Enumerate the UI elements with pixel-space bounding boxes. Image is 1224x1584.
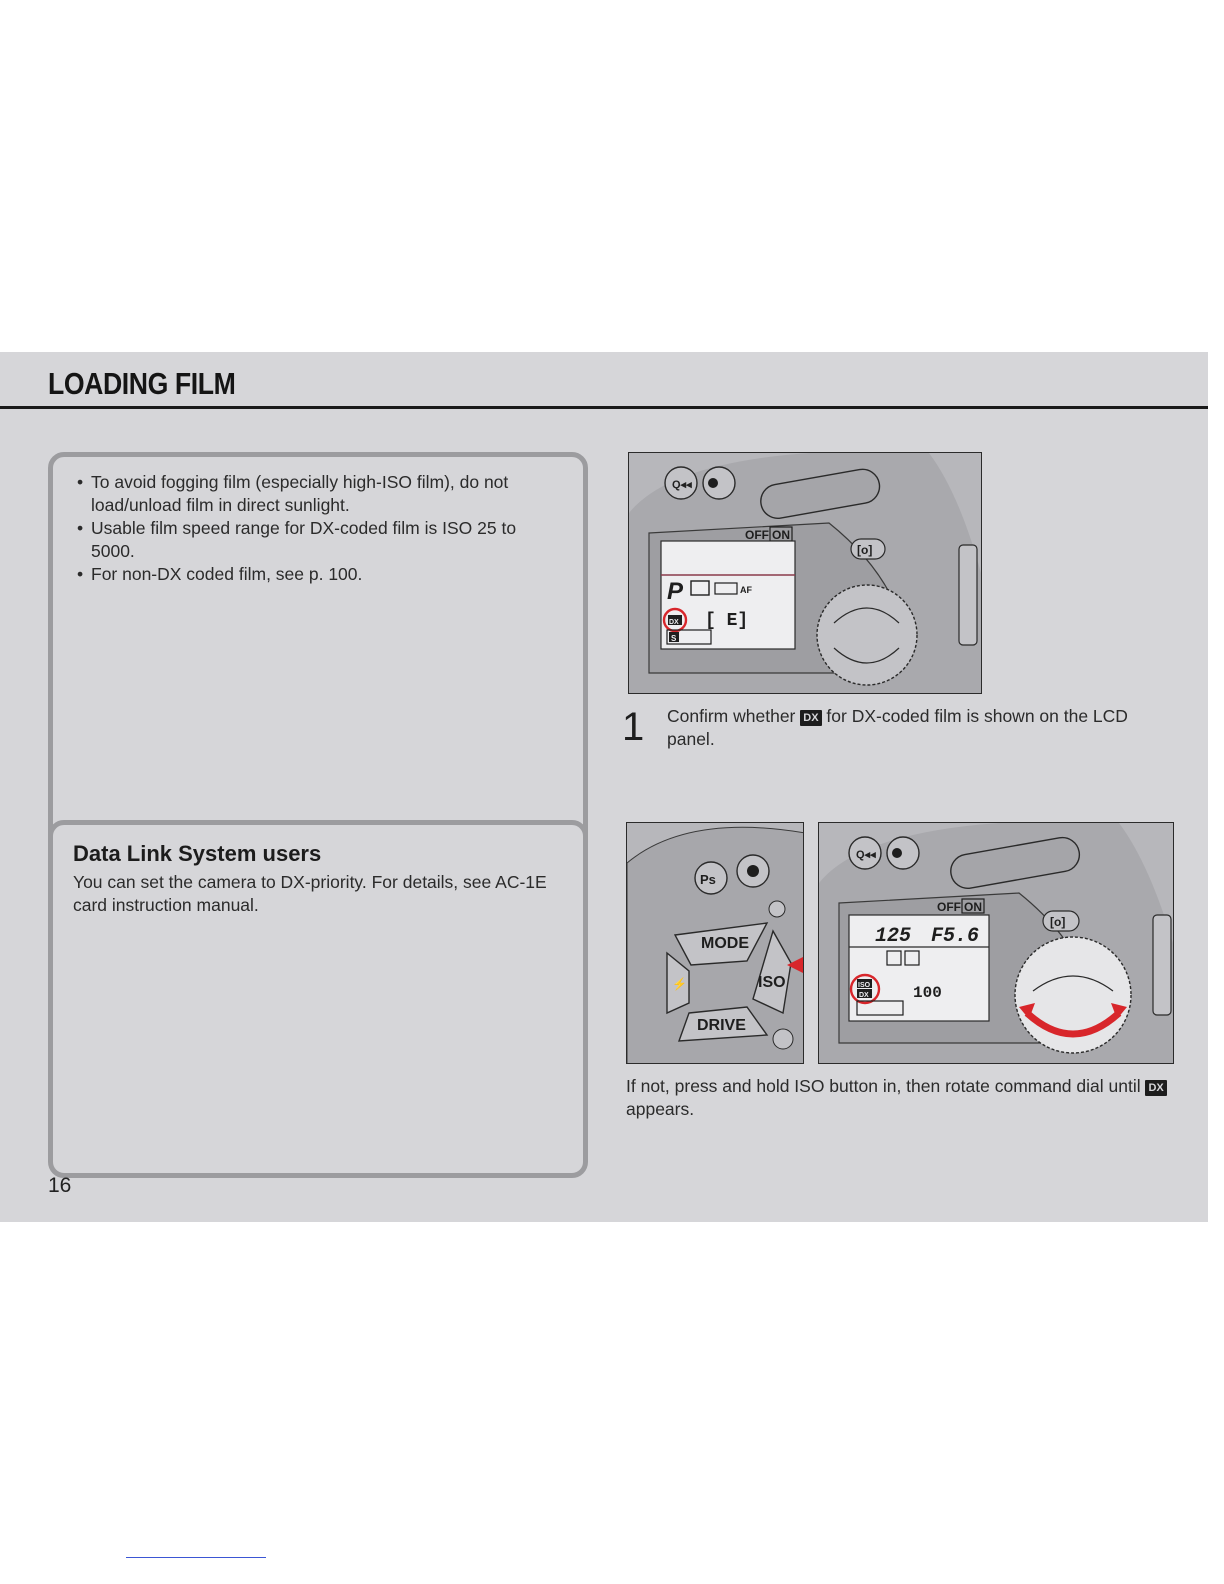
dx-badge-icon: DX xyxy=(1145,1080,1167,1096)
step1-text-after: for DX-coded film is shown on the LCD pa… xyxy=(667,706,1128,749)
rotate-arrow-icon xyxy=(1024,1010,1122,1038)
button-cluster-svg: Ps MODE ⚡ ISO DRIVE xyxy=(627,823,803,1063)
data-link-heading: Data Link System users xyxy=(73,841,322,866)
power-switch-off-label: OFF xyxy=(745,528,769,542)
svg-text:Q◂◂: Q◂◂ xyxy=(856,849,876,861)
lcd2-aperture-text: F5.6 xyxy=(931,925,979,948)
note-item: Usable film speed range for DX-coded fil… xyxy=(75,517,555,563)
step1-caption: Confirm whether DX for DX-coded film is … xyxy=(667,705,1177,751)
lcd2-dx-label: DX xyxy=(859,992,869,999)
data-link-box: Data Link System users You can set the c… xyxy=(48,820,588,1178)
lcd-af-label: AF xyxy=(740,585,752,595)
footer-link-underline xyxy=(126,1557,266,1558)
step-number: 1 xyxy=(622,705,645,749)
svg-text:[o]: [o] xyxy=(857,543,872,557)
lcd-panel-illustration: Q◂◂ OFF ON [o] P AF DX [ E] S xyxy=(628,452,982,694)
step2-text-before: If not, press and hold ISO button in, th… xyxy=(626,1076,1141,1096)
ps-button-label: Ps xyxy=(700,872,716,887)
lcd-mode-text: P xyxy=(667,578,684,605)
lcd-dx-label: DX xyxy=(669,619,679,626)
svg-text:⚡: ⚡ xyxy=(672,977,687,991)
iso-button-label: ISO xyxy=(758,974,786,991)
camera-top-svg: Q◂◂ OFF ON [o] P AF DX [ E] S xyxy=(629,453,981,693)
note-item: To avoid fogging film (especially high-I… xyxy=(75,471,555,517)
lcd2-iso-label: ISO xyxy=(858,982,871,989)
drive-button-label: DRIVE xyxy=(697,1017,746,1034)
mode-button-label: MODE xyxy=(701,935,749,952)
iso-lcd-illustration: Q◂◂ OFF ON [o] 125 F5.6 ISO DX 100 xyxy=(818,822,1174,1064)
dx-badge-icon: DX xyxy=(800,710,822,726)
lcd2-switch-on-label: ON xyxy=(964,900,982,914)
power-switch-on-label: ON xyxy=(772,528,790,542)
step1-text-before: Confirm whether xyxy=(667,706,796,726)
lcd2-iso-value: 100 xyxy=(913,984,942,1002)
lcd2-switch-off-label: OFF xyxy=(937,900,961,914)
page-number: 16 xyxy=(48,1174,72,1197)
page-title: LOADING FILM xyxy=(48,366,236,401)
svg-text:Q◂◂: Q◂◂ xyxy=(672,479,692,491)
step2-text-after: appears. xyxy=(626,1099,695,1119)
data-link-body: You can set the camera to DX-priority. F… xyxy=(73,872,547,915)
lcd-s-label: S xyxy=(671,634,677,643)
step2-caption: If not, press and hold ISO button in, th… xyxy=(626,1075,1186,1121)
notes-list: To avoid fogging film (especially high-I… xyxy=(53,457,583,586)
lcd2-shutter-text: 125 xyxy=(875,925,911,948)
iso-lcd-svg: Q◂◂ OFF ON [o] 125 F5.6 ISO DX 100 xyxy=(819,823,1173,1063)
svg-text:[o]: [o] xyxy=(1050,915,1065,929)
lcd-center-text: [ E] xyxy=(705,611,748,631)
iso-button-illustration: Ps MODE ⚡ ISO DRIVE xyxy=(626,822,804,1064)
manual-page: LOADING FILM To avoid fogging film (espe… xyxy=(0,352,1208,1222)
note-item: For non-DX coded film, see p. 100. xyxy=(75,563,555,586)
title-rule xyxy=(0,406,1208,409)
